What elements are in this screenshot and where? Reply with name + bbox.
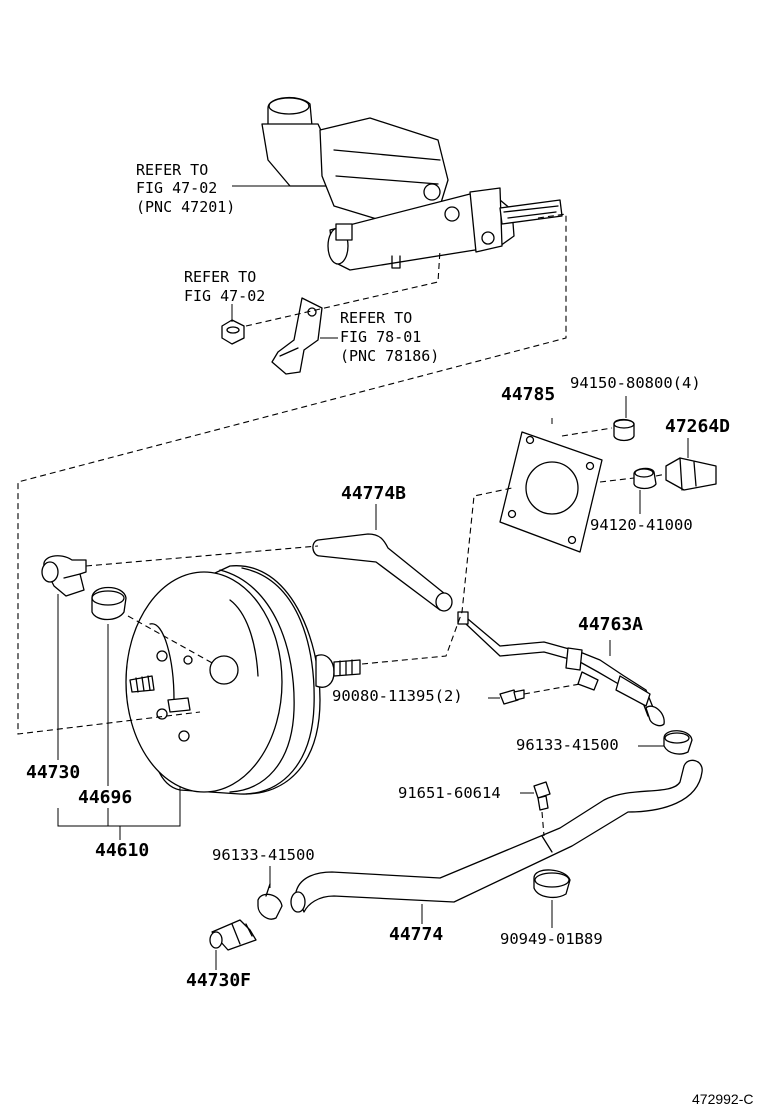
check-valve-44730-icon: [41, 555, 87, 597]
ref-nut-line1: REFER TO: [184, 268, 257, 286]
mounting-nut-icon: [221, 319, 245, 345]
ref-master-cylinder-line2: FIG 47-02: [136, 179, 218, 197]
part-44785-label: 44785: [501, 384, 556, 405]
part-44774-label: 44774: [389, 924, 444, 945]
clip-47264d-icon: [665, 457, 717, 491]
ref-nut-line2: FIG 47-02: [184, 287, 266, 305]
part-94150-label: 94150-80800(4): [570, 374, 701, 392]
bolt-91651-icon: [533, 781, 551, 811]
vacuum-hose-44774: [290, 759, 703, 913]
nut-94150-icon: [613, 418, 635, 442]
part-44730-label: 44730: [26, 762, 81, 783]
part-96133-left-label: 96133-41500: [212, 846, 315, 864]
part-47264d-label: 47264D: [665, 416, 731, 437]
ref-bracket-line2: FIG 78-01: [340, 328, 422, 346]
ref-bracket-line3: (PNC 78186): [340, 347, 440, 365]
vacuum-pipe-44763a: [457, 611, 665, 727]
dashed-reference-lines: [17, 213, 667, 837]
part-91651-label: 91651-60614: [398, 784, 501, 802]
figure-id: 472992-C: [692, 1091, 754, 1107]
part-44730f-label: 44730F: [186, 970, 252, 991]
ref-bracket-line1: REFER TO: [340, 309, 413, 327]
nut-94120-icon: [633, 467, 657, 490]
master-cylinder-assembly: [261, 97, 563, 271]
bolt-90080-icon: [499, 689, 525, 705]
brake-booster: [125, 565, 361, 795]
part-90949-label: 90949-01B89: [500, 930, 603, 948]
grommet-44696-icon: [91, 586, 127, 621]
hose-clamp-96133-right-icon: [663, 730, 693, 755]
ref-master-cylinder-line3: (PNC 47201): [136, 198, 236, 216]
part-44774b-label: 44774B: [341, 483, 407, 504]
pipe-bracket-icon: [271, 297, 323, 375]
part-94120-label: 94120-41000: [590, 516, 693, 534]
hose-clamp-96133-left-icon: [257, 883, 283, 920]
ref-master-cylinder-line1: REFER TO: [136, 161, 209, 179]
part-44763a-label: 44763A: [578, 614, 644, 635]
part-90080-label: 90080-11395(2): [332, 687, 463, 705]
union-fitting-44730f-icon: [209, 919, 257, 951]
part-44610-label: 44610: [95, 840, 150, 861]
part-96133-right-label: 96133-41500: [516, 736, 619, 754]
booster-gasket: [499, 431, 603, 553]
vacuum-hose-44774b: [312, 533, 453, 612]
part-44696-label: 44696: [78, 787, 133, 808]
hose-clamp-90949-icon: [533, 869, 571, 899]
leader-lines: [57, 185, 689, 970]
